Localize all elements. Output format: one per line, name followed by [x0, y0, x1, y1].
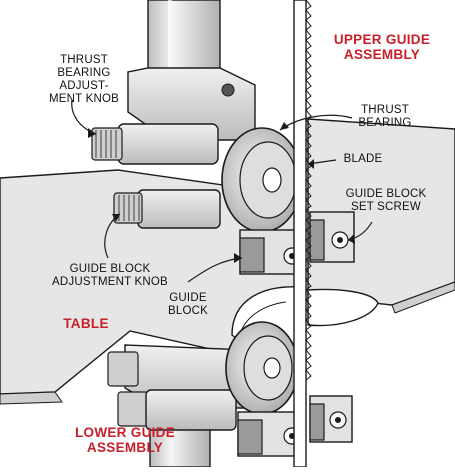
label-lower-guide-assembly: LOWER GUIDE ASSEMBLY	[74, 425, 176, 455]
label-thrust-bearing: THRUST BEARING	[358, 104, 412, 129]
upper-thrust-bearing	[221, 127, 303, 233]
label-thrust-bearing-adjustment-knob: THRUST BEARING ADJUST- MENT KNOB	[49, 54, 119, 105]
table-surface	[0, 118, 455, 405]
label-table: TABLE	[63, 316, 109, 331]
thrust-bearing-adjustment-knob	[91, 123, 219, 165]
upper-guide-blocks	[239, 211, 355, 275]
label-guide-block-set-screw: GUIDE BLOCK SET SCREW	[345, 188, 427, 213]
bandsaw-blade	[293, 0, 312, 468]
lower-guide-assembly-drawing	[107, 321, 353, 457]
leader-arrowheads	[88, 122, 355, 263]
guide-block-adjustment-knob	[113, 189, 221, 229]
label-upper-guide-assembly: UPPER GUIDE ASSEMBLY	[333, 32, 431, 62]
label-guide-block-adjustment-knob: GUIDE BLOCK ADJUSTMENT KNOB	[52, 263, 168, 288]
label-blade: BLADE	[343, 153, 383, 165]
upper-guide-post	[127, 0, 256, 141]
label-guide-block: GUIDE BLOCK	[168, 292, 208, 317]
